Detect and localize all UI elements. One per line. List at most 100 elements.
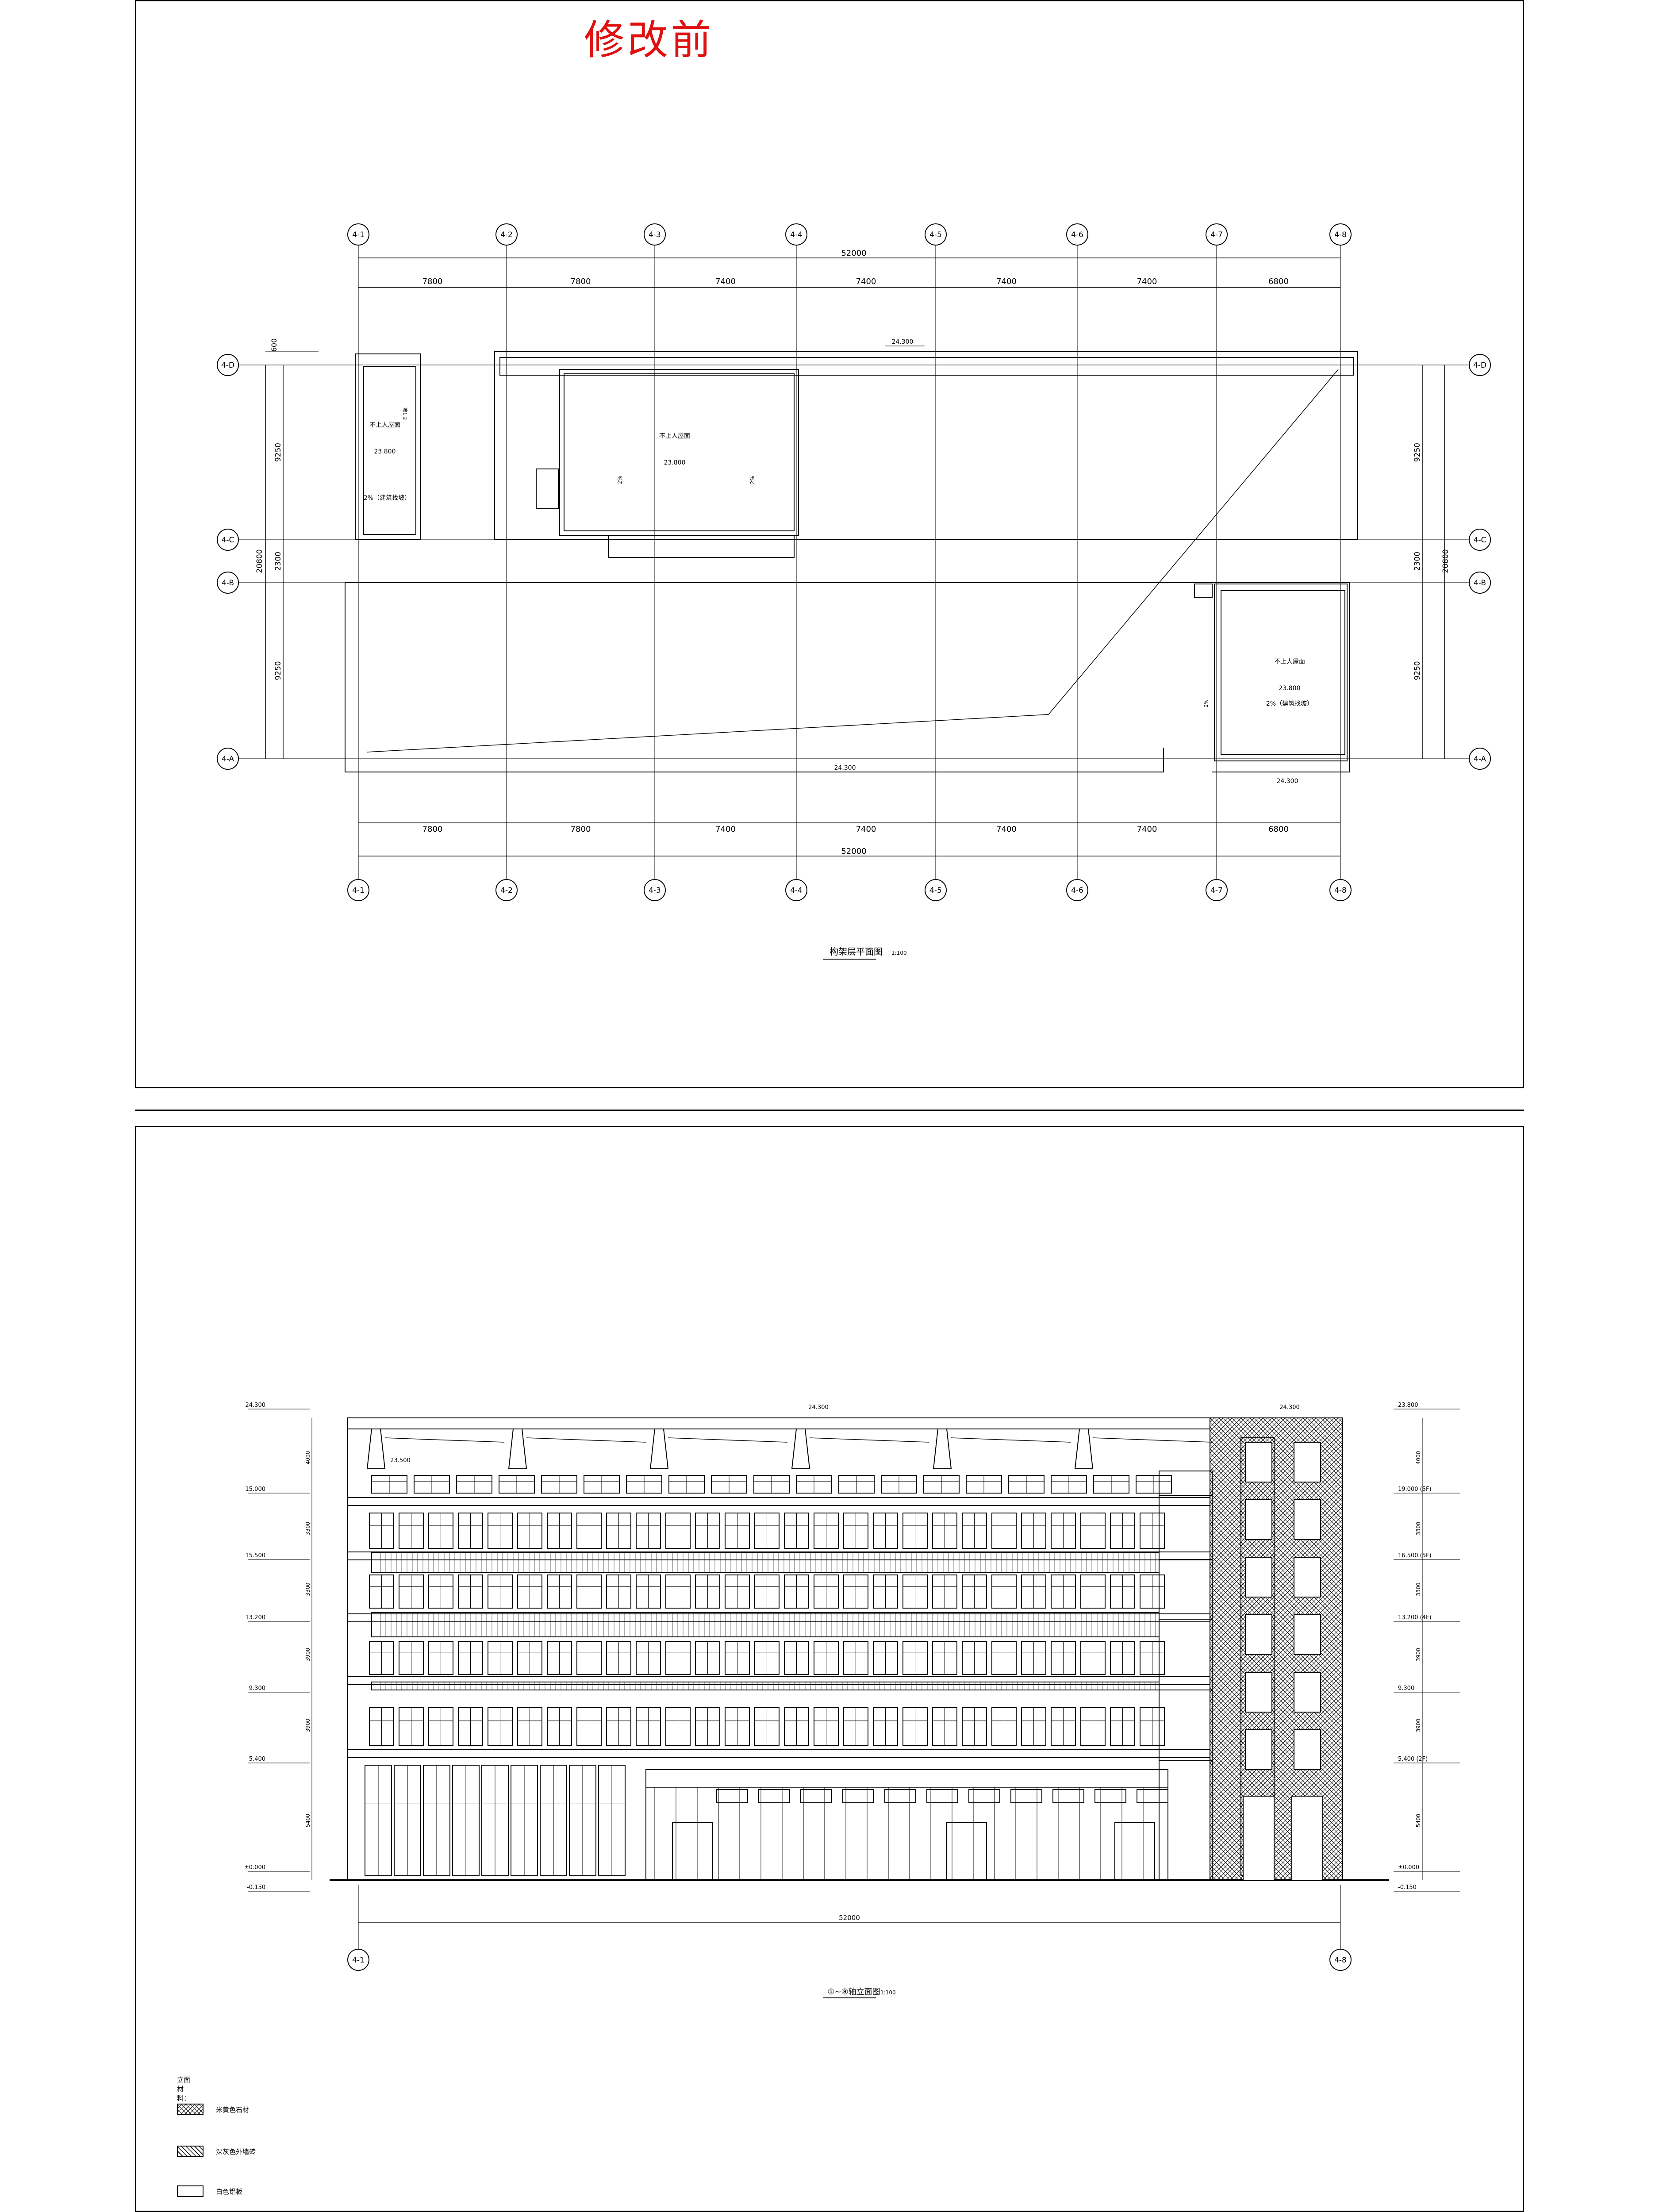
- level-mark-right: 5.400 (2F): [1398, 1756, 1428, 1763]
- level-mark-left: ±0.000: [244, 1864, 265, 1871]
- legend-label: 深灰色外墙砖: [216, 2147, 256, 2156]
- bay-dim-bottom: 7400: [856, 825, 876, 834]
- room-label: 不上人屋面: [369, 422, 400, 429]
- axis-left-4-D-label: 4-D: [221, 361, 234, 370]
- axis-bottom-4-1-label: 4-1: [352, 886, 365, 895]
- elev-bottom: 24.300: [834, 764, 856, 772]
- bay-dim-top: 7400: [996, 277, 1017, 286]
- elevation-title: ①~⑧轴立面图: [827, 1987, 880, 1997]
- story-dim-left: 3900: [305, 1648, 311, 1662]
- tower-window-left: [1245, 1557, 1272, 1598]
- page-title: 修改前: [584, 16, 714, 64]
- clerestory-window: [758, 1789, 790, 1803]
- legend-label: 米黄色石材: [216, 2105, 250, 2114]
- story-dim-right: 3300: [1415, 1582, 1421, 1596]
- bay-dim-bottom: 6800: [1268, 825, 1289, 834]
- level-mark-left: 15.500: [246, 1552, 266, 1559]
- bay-dim-top: 7800: [422, 277, 443, 286]
- axis-bottom-4-4-label: 4-4: [790, 886, 803, 895]
- story-dim-right: 3900: [1415, 1648, 1421, 1662]
- elev-axis-left-bubble: [347, 1949, 369, 1971]
- louver-band-2: [371, 1682, 1160, 1690]
- axis-left-4-B-bubble: [217, 572, 239, 594]
- axis-bottom-4-8-bubble: [1329, 879, 1352, 901]
- axis-right-4-A-bubble: [1469, 748, 1491, 770]
- bay-dim-bottom: 7800: [571, 825, 591, 834]
- level-mark-right: 13.200 (4F): [1398, 1614, 1432, 1621]
- frame-column: [1074, 1429, 1094, 1469]
- frame-beam: [809, 1437, 929, 1443]
- elev-total-dim: 52000: [839, 1914, 860, 1922]
- tower-window-right: [1294, 1499, 1321, 1540]
- room-elev: 23.800: [374, 448, 396, 455]
- bay-dim-top: 7400: [856, 277, 876, 286]
- total-dim-bottom: 52000: [841, 847, 866, 856]
- axis-left-4-C-bubble: [217, 529, 239, 551]
- bay-dim-top: 7800: [571, 277, 591, 286]
- frame-beam: [1092, 1437, 1213, 1443]
- axis-top-4-5-bubble: [925, 223, 947, 246]
- clerestory-window: [1137, 1789, 1168, 1803]
- axis-top-4-2-label: 4-2: [500, 230, 513, 239]
- frame-column: [791, 1429, 810, 1469]
- axis-bottom-4-7-label: 4-7: [1210, 886, 1223, 895]
- clerestory-window: [842, 1789, 874, 1803]
- axis-right-4-C-bubble: [1469, 529, 1491, 551]
- slope-note: 2%（建筑找坡）: [364, 495, 411, 502]
- story-dim-left: 3300: [305, 1522, 311, 1536]
- side-dim-total: 20800: [255, 549, 264, 573]
- top-offset-dim: 600: [270, 338, 278, 352]
- stair-roof-east-inner: [1221, 590, 1345, 755]
- roof-frame-top: [347, 1417, 1210, 1429]
- bay-dim-bottom: 7400: [996, 825, 1017, 834]
- side-dim-inner: 9250: [274, 661, 283, 680]
- level-mark-right: 9.300: [1398, 1685, 1414, 1692]
- parapet-inner-north: [499, 357, 1354, 376]
- axis-top-4-3-bubble: [644, 223, 666, 246]
- white-panel-swatch: [177, 2185, 204, 2197]
- bay-dim-top: 7400: [1137, 277, 1157, 286]
- level-mark-left: -0.150: [247, 1884, 265, 1891]
- axis-top-4-7-label: 4-7: [1210, 230, 1223, 239]
- tower-window-left: [1245, 1729, 1272, 1770]
- bay-dim-bottom: 7400: [1137, 825, 1157, 834]
- clerestory-window: [716, 1789, 748, 1803]
- story-dim-right: 4000: [1415, 1451, 1421, 1465]
- parapet-outline-north: [494, 351, 1358, 540]
- level-mark-right: 16.500 (5F): [1398, 1552, 1432, 1559]
- side-dim-inner: 9250: [1413, 661, 1422, 680]
- stone-swatch: [177, 2104, 204, 2115]
- elev-axis-right-label: 4-8: [1334, 1956, 1347, 1965]
- axis-left-4-A-bubble: [217, 748, 239, 770]
- sheet-separator: [135, 1110, 1524, 1111]
- axis-top-4-2-bubble: [495, 223, 518, 246]
- stair-roof-west-outer: [355, 353, 421, 540]
- roof-elev-mark: 24.300: [1279, 1404, 1300, 1411]
- total-dim-top: 52000: [841, 249, 866, 258]
- story-dim-left: 4000: [305, 1451, 311, 1465]
- axis-bottom-4-6-bubble: [1066, 879, 1088, 901]
- band-2f: [347, 1749, 1210, 1758]
- axis-left-4-A-label: 4-A: [222, 755, 234, 764]
- axis-top-4-8-bubble: [1329, 223, 1352, 246]
- axis-top-4-8-label: 4-8: [1334, 230, 1347, 239]
- entrance-door-2: [1114, 1822, 1155, 1881]
- level-mark-right: 19.000 (5F): [1398, 1486, 1432, 1493]
- axis-right-4-A-label: 4-A: [1474, 755, 1486, 764]
- axis-top-4-5-label: 4-5: [929, 230, 942, 239]
- level-mark-left: 15.000: [246, 1486, 266, 1493]
- plan-sheet: [135, 0, 1524, 1088]
- tower-window-right: [1294, 1557, 1321, 1598]
- plan-scale: 1:100: [891, 950, 907, 956]
- axis-right-4-D-bubble: [1469, 354, 1491, 376]
- frame-elev-mark: 23.500: [390, 1457, 411, 1464]
- elev-top: 24.300: [892, 338, 914, 346]
- legend-item-brick: 深灰色外墙砖: [177, 2146, 256, 2157]
- story-dim-left: 5400: [305, 1814, 311, 1828]
- storefront-frame: [645, 1769, 1168, 1881]
- axis-bottom-4-6-label: 4-6: [1071, 886, 1083, 895]
- level-mark-left: 5.400: [249, 1756, 265, 1763]
- louver-band-0: [371, 1552, 1160, 1573]
- vent-box: [536, 469, 559, 509]
- frame-beam: [384, 1437, 505, 1443]
